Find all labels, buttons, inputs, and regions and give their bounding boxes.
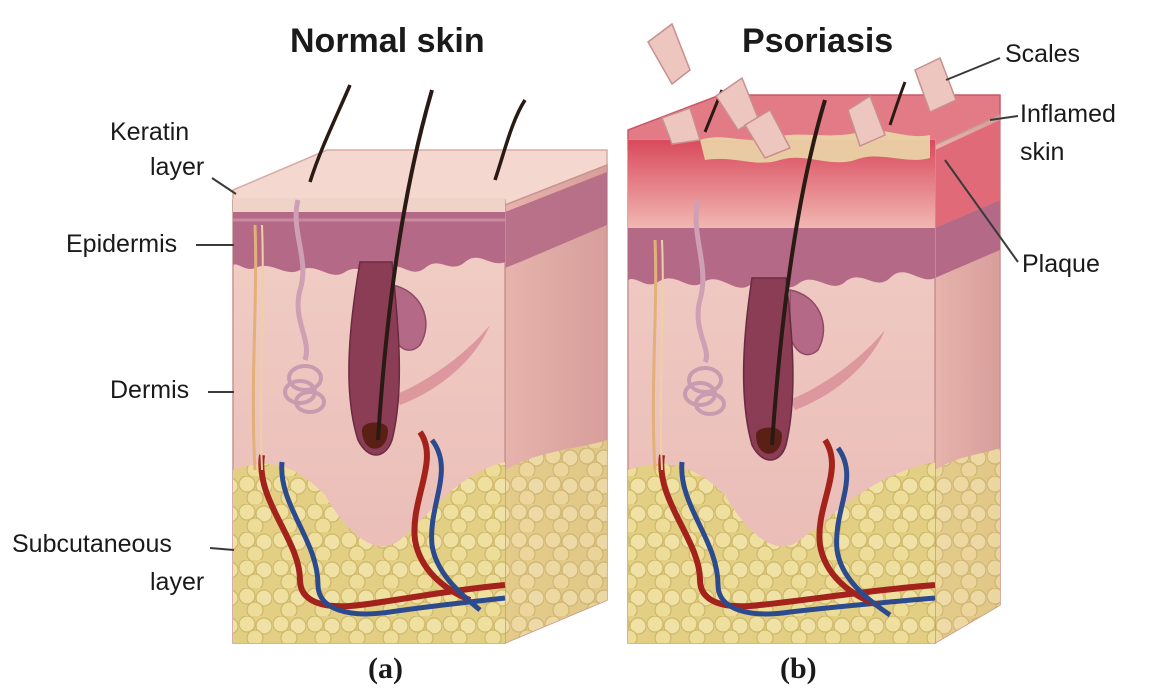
label-keratin-line2: layer xyxy=(150,153,204,181)
normal-skin-block xyxy=(233,85,607,643)
psoriasis-block xyxy=(628,24,1000,643)
label-inflamed-line2: skin xyxy=(1020,138,1064,166)
normal-skin-title: Normal skin xyxy=(290,22,485,60)
leader-scales xyxy=(946,58,1000,80)
label-epidermis: Epidermis xyxy=(66,230,177,258)
caption-b: (b) xyxy=(780,652,817,685)
normal-side-fat xyxy=(505,440,607,643)
caption-a: (a) xyxy=(368,652,403,685)
psoriasis-side-fat xyxy=(935,448,1000,643)
scale-flake-1 xyxy=(648,24,690,84)
psoriasis-title: Psoriasis xyxy=(742,22,893,60)
label-scales: Scales xyxy=(1005,40,1080,68)
label-plaque: Plaque xyxy=(1022,250,1100,278)
label-dermis: Dermis xyxy=(110,376,189,404)
label-subcutaneous-line1: Subcutaneous xyxy=(12,530,172,558)
leader-keratin xyxy=(212,178,236,194)
leader-subcutaneous xyxy=(210,548,234,550)
label-subcutaneous-line2: layer xyxy=(150,568,204,596)
label-inflamed-line1: Inflamed xyxy=(1020,100,1116,128)
label-keratin-line1: Keratin xyxy=(110,118,189,146)
normal-keratin-layer xyxy=(233,198,505,212)
